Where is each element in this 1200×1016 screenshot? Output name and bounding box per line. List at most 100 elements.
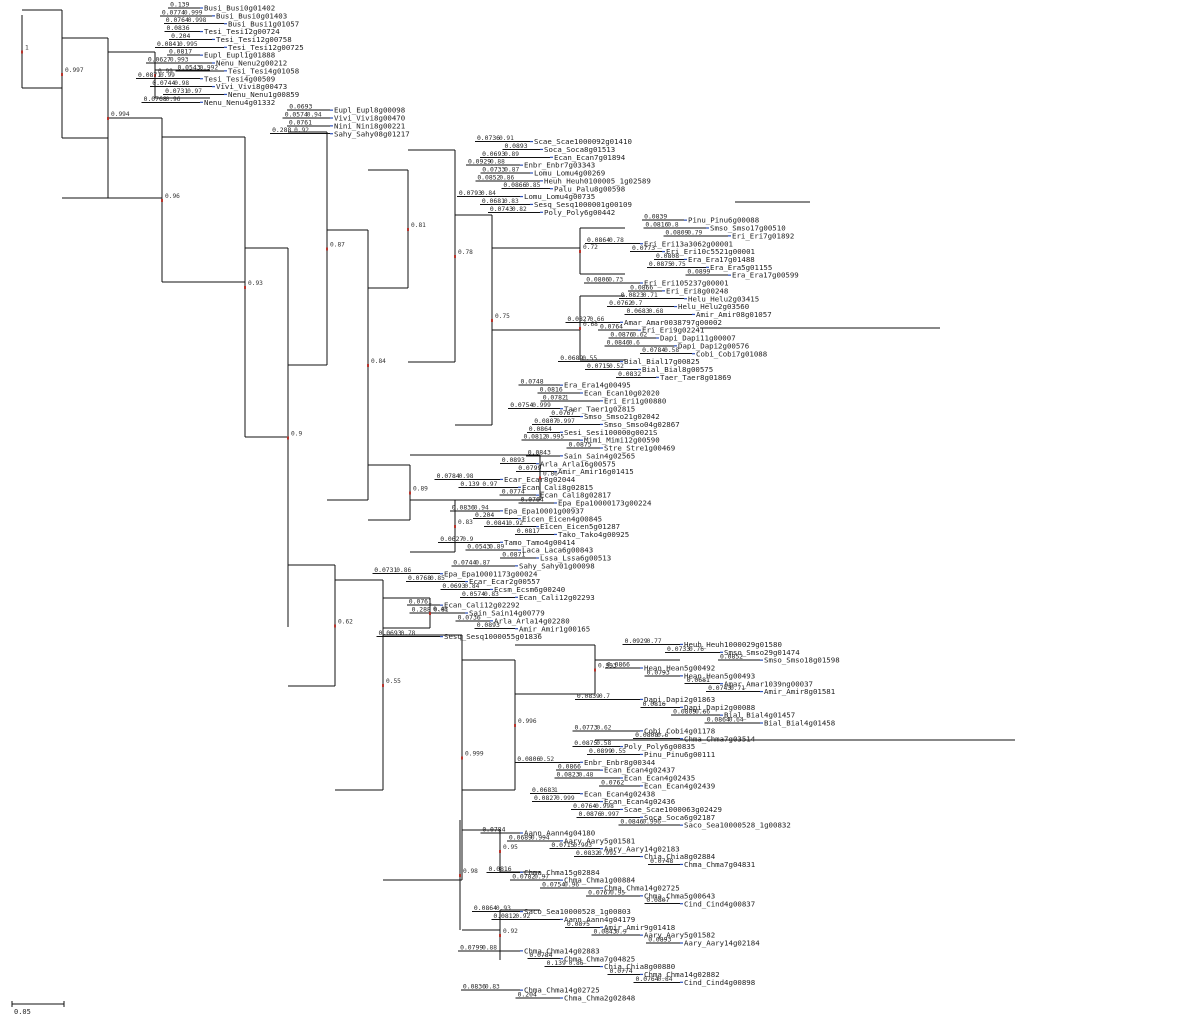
leaf-label: Cind_Cind4g00837	[684, 899, 755, 908]
support-value-label: 0.52	[539, 756, 554, 763]
branch-length-label: 0.0767	[588, 888, 611, 896]
branch-length-label: 0.0799	[518, 464, 541, 472]
node-support-label: 0.89	[413, 486, 428, 493]
support-value-label: 0.89	[504, 151, 519, 158]
support-value-label: 0.83	[485, 984, 500, 991]
node-support-label: 0.87	[330, 242, 345, 249]
support-value-label: 0.55	[611, 748, 626, 755]
branch-length-label: 0.0754	[542, 881, 565, 889]
leaf-label: Chma_Chma7g04831	[684, 860, 755, 869]
support-value-label: 0.999	[556, 795, 575, 802]
leaf-label: Smso_Smso18g01598	[764, 656, 840, 665]
support-value-label: 0.75	[671, 261, 686, 268]
node-support-label: 1	[25, 45, 29, 52]
support-value-label: 0.73	[608, 277, 623, 284]
node-support-label: 0.999	[465, 751, 484, 758]
node-support-label: 0.81	[411, 222, 426, 229]
branch-length-label: 0.0736	[477, 134, 500, 142]
branch-length-label: 0.0761	[409, 598, 432, 606]
branch-length-label: 0.0846	[607, 338, 630, 346]
branch-length-label: 0.0774	[162, 8, 185, 16]
branch-length-label: 0.0768	[408, 574, 431, 582]
branch-length-label: 0.0823	[556, 771, 579, 779]
branch-length-label: 0.0832	[576, 849, 599, 857]
branch-length-label: 0.0764	[636, 975, 659, 983]
support-value-label: 0.6	[629, 339, 640, 346]
branch-length-label: 0.0836	[452, 503, 475, 511]
leaf-label: Amir_Amir8g01581	[764, 687, 835, 696]
node-marker	[107, 117, 109, 120]
branch-length-label: 0.0843	[528, 448, 551, 456]
branch-length-label: 0.0864	[707, 716, 730, 724]
branch-length-label: 0.0773	[575, 723, 598, 731]
branch-length-label: 0.0733	[482, 166, 505, 174]
branch-length-label: 0.0574	[462, 590, 485, 598]
node-marker	[244, 286, 246, 289]
branch-length-label: 0.0574	[285, 111, 308, 119]
scale-bar: 0.05	[12, 1001, 64, 1016]
support-value-label: 0.998	[188, 17, 207, 24]
branch-length-label: 0.0846	[620, 818, 643, 826]
node-marker	[407, 228, 409, 231]
branch-length-label: 0.0627	[148, 56, 171, 64]
node-marker	[21, 51, 23, 54]
branch-length-label: 0.0852	[477, 173, 500, 181]
branch-length-label: 0.0748	[650, 857, 673, 865]
branch-length-label: 0.204	[518, 991, 537, 999]
branch-length-label: 0.0767	[551, 409, 574, 417]
branch-length-label: 0.0899	[589, 747, 612, 755]
branch-length-label: 0.0827	[534, 794, 557, 802]
branch-length-label: 0.0764	[166, 16, 189, 24]
support-value-label: 0.84	[658, 976, 673, 983]
node-support-label: 0.93	[248, 280, 263, 287]
branch-length-label: 0.0816	[643, 700, 666, 708]
node-marker	[454, 255, 456, 258]
branch-length-label: 0.0852	[720, 653, 743, 661]
support-value-label: 0.48	[578, 772, 593, 779]
branch-length-label: 0.0764	[600, 323, 623, 331]
support-value-label: 0.64	[729, 717, 744, 724]
leaf-label: Nenu_Nenu4g01332	[204, 98, 275, 107]
leaf-label: Sesq_Sesq1000055g01836	[444, 632, 542, 641]
node-marker	[499, 850, 501, 853]
node-support-label: 0.78	[458, 249, 473, 256]
support-value-label: 0.97	[187, 88, 202, 95]
support-value-label: 0.96	[564, 882, 579, 889]
node-support-label: 0.75	[495, 313, 510, 320]
node-marker	[514, 724, 516, 727]
branch-length-label: 0.288	[272, 126, 291, 134]
support-value-label: 0.996	[642, 819, 661, 826]
branch-length-label: 0.0817	[517, 527, 540, 535]
support-value-label: 0.68	[648, 308, 663, 315]
node-support-label: 0.993	[598, 663, 617, 670]
node-support-label: 0.95	[503, 844, 518, 851]
node-support-label: 0.55	[386, 678, 401, 685]
node-marker	[491, 319, 493, 322]
support-value-label: 0.78	[609, 237, 624, 244]
branch-length-label: 0.0754	[510, 401, 533, 409]
branch-length-label: 0.0843	[594, 928, 617, 936]
branch-length-label: 0.0784	[529, 951, 552, 959]
support-value-label: 0.71	[643, 292, 658, 299]
branch-length-label: 0.0784	[482, 826, 505, 834]
branch-length-label: 0.0807	[646, 896, 669, 904]
support-value-label: 0.88	[482, 944, 497, 951]
node-support-label: 0.996	[518, 718, 537, 725]
tree-labels: Busi_Busi0g014020.139Busi_Busi0g014030.0…	[25, 1, 840, 1003]
branch-length-label: 0.0836	[463, 983, 486, 991]
node-support-label: 0.84	[371, 358, 386, 365]
support-value-label: 0.62	[632, 332, 647, 339]
support-value-label: 0.87	[504, 167, 519, 174]
support-value-label: 0.62	[597, 724, 612, 731]
branch-length-label: 0.0839	[644, 213, 667, 221]
branch-length-label: 0.0812	[523, 433, 546, 441]
branch-length-label: 0.0681	[482, 197, 505, 205]
leaf-label: Sahy_Sahy08g01217	[334, 129, 410, 138]
node-support-label: 0.83	[458, 519, 473, 526]
branch-length-label: 0.0543	[467, 543, 490, 551]
branch-length-label: 0.0793	[459, 189, 482, 197]
branch-length-label: 0.0876	[610, 331, 633, 339]
support-value-label: 0.83	[484, 591, 499, 598]
support-value-label: 0.58	[664, 347, 679, 354]
branch-length-label: 0.0816	[645, 221, 668, 229]
